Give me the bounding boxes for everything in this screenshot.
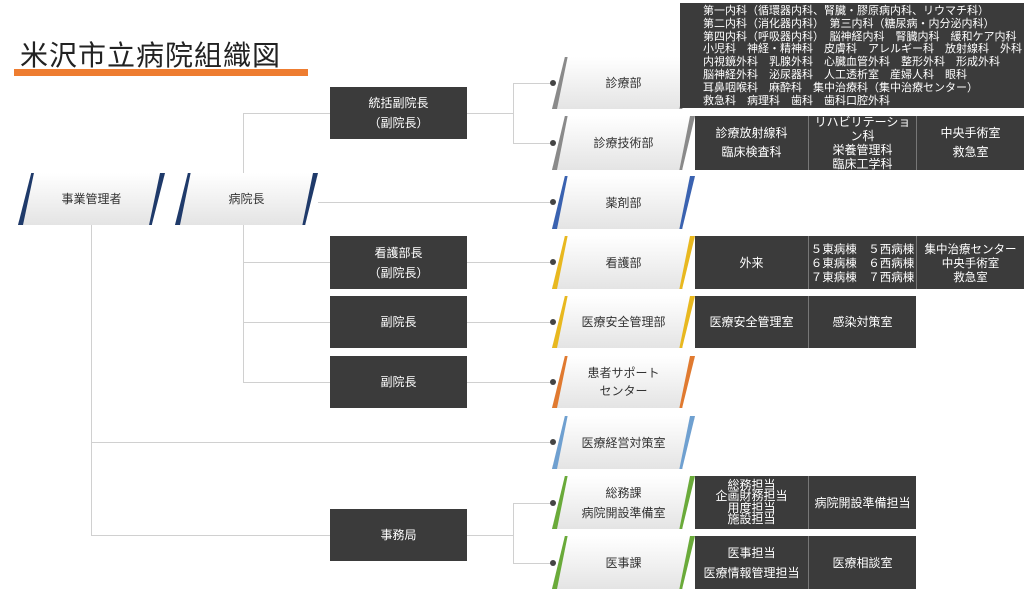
office-box[interactable]: 事務局 bbox=[330, 509, 467, 561]
label: 用度担当 bbox=[727, 500, 776, 515]
label: リハビリテーション科 bbox=[814, 115, 911, 143]
label: 総務課 bbox=[605, 485, 642, 500]
label: 診療部 bbox=[605, 76, 642, 90]
section-line: 小児科 神経・精神科 皮膚科 アレルギー科 放射線科 外科 bbox=[703, 42, 1022, 56]
label: 総務担当 bbox=[727, 477, 776, 492]
label: 医事課 bbox=[605, 555, 642, 570]
label: 救急室 bbox=[952, 145, 989, 159]
dept-nursing[interactable]: 看護部 bbox=[552, 236, 695, 289]
label: 看護部 bbox=[605, 255, 642, 270]
page-title: 米沢市立病院組織図 bbox=[20, 39, 282, 72]
label: 集中治療センター bbox=[924, 241, 1017, 256]
label: 医療相談室 bbox=[832, 555, 893, 570]
label: 薬剤部 bbox=[605, 195, 642, 210]
label: 中央手術室 bbox=[941, 255, 1000, 270]
director-label: 病院長 bbox=[228, 192, 265, 206]
technical-cell: 診療放射線科臨床検査科 bbox=[695, 116, 808, 170]
section-line: 救急科 病理科 歯科 歯科口腔外科 bbox=[703, 93, 890, 107]
label: 病院開設準備室 bbox=[581, 505, 666, 520]
label: 医療経営対策室 bbox=[581, 435, 666, 450]
medical-affairs-cell: 医療相談室 bbox=[808, 536, 916, 589]
dept-safety[interactable]: 医療安全管理部 bbox=[552, 296, 695, 348]
general-deputy-box[interactable]: 統括副院長 （副院長） bbox=[330, 87, 467, 139]
section-line: 第一内科（循環器内科、腎臓・膠原病内科、リウマチ科） bbox=[703, 4, 989, 17]
dept-management[interactable]: 医療経営対策室 bbox=[552, 416, 695, 469]
section-line: 第四内科（呼吸器内科） 脳神経内科 腎臓内科 緩和ケア内科 bbox=[703, 29, 1017, 43]
label: ６東病棟 ６西病棟 bbox=[810, 255, 915, 270]
nursing-director-box[interactable]: 看護部長 （副院長） bbox=[330, 236, 467, 289]
label: 患者サポート bbox=[587, 366, 660, 380]
section-line: 耳鼻咽喉科 麻酔科 集中治療科（集中治療センター） bbox=[703, 80, 978, 94]
label: 診療技術部 bbox=[593, 136, 654, 150]
label: 臨床工学科 bbox=[832, 157, 893, 171]
title-underline bbox=[14, 69, 308, 76]
label: （副院長） bbox=[368, 116, 429, 130]
label: 病院開設準備担当 bbox=[814, 495, 911, 510]
dept-technical[interactable]: 診療技術部 bbox=[552, 116, 695, 170]
label: 医療安全管理部 bbox=[581, 315, 666, 329]
label: センター bbox=[599, 384, 648, 398]
label: 副院長 bbox=[380, 315, 417, 329]
general-affairs-cell: 病院開設準備担当 bbox=[808, 476, 916, 529]
nursing-cell: 集中治療センター中央手術室救急室 bbox=[916, 236, 1024, 289]
label: 看護部長 bbox=[374, 245, 423, 260]
label: ５東病棟 ５西病棟 bbox=[810, 241, 915, 256]
dept-medical[interactable]: 診療部 bbox=[552, 57, 695, 109]
label: 企画財務担当 bbox=[715, 489, 788, 503]
medical-sections: 第一内科（循環器内科、腎臓・膠原病内科、リウマチ科） 第二内科（消化器内科） 第… bbox=[680, 3, 1024, 108]
technical-cell: 中央手術室救急室 bbox=[916, 116, 1024, 170]
label: 栄養管理科 bbox=[832, 143, 893, 157]
deputy-box-1[interactable]: 副院長 bbox=[330, 296, 467, 348]
manager-box[interactable]: 事業管理者 bbox=[18, 173, 165, 225]
label: 感染対策室 bbox=[832, 315, 893, 329]
label: 診療放射線科 bbox=[715, 126, 788, 140]
dept-pharmacy[interactable]: 薬剤部 bbox=[552, 176, 695, 229]
label: 医療情報管理担当 bbox=[703, 565, 800, 580]
label: 臨床検査科 bbox=[721, 145, 782, 159]
label: ７東病棟 ７西病棟 bbox=[810, 269, 915, 284]
section-line: 第二内科（消化器内科） 第三内科（糖尿病・内分泌内科） bbox=[703, 16, 995, 30]
label: （副院長） bbox=[368, 265, 429, 280]
label: 救急室 bbox=[953, 269, 988, 284]
manager-label: 事業管理者 bbox=[61, 192, 122, 206]
label: 施設担当 bbox=[727, 512, 776, 526]
dept-medical-affairs[interactable]: 医事課 bbox=[552, 536, 695, 589]
label: 医事担当 bbox=[727, 545, 776, 560]
safety-cell: 医療安全管理室 bbox=[695, 296, 808, 348]
label: 外来 bbox=[739, 255, 764, 270]
safety-cell: 感染対策室 bbox=[808, 296, 916, 348]
label: 医療安全管理室 bbox=[709, 315, 794, 329]
label: 事務局 bbox=[380, 528, 417, 542]
label: 副院長 bbox=[380, 375, 417, 389]
label: 中央手術室 bbox=[940, 126, 1001, 140]
nursing-cell: 外来 bbox=[695, 236, 808, 289]
technical-cell: リハビリテーション科栄養管理科臨床工学科 bbox=[808, 115, 916, 171]
section-line: 内視鏡外科 乳腺外科 心臓血管外科 整形外科 形成外科 bbox=[703, 55, 1000, 69]
dept-support[interactable]: 患者サポートセンター bbox=[552, 356, 695, 408]
dept-general-affairs[interactable]: 総務課病院開設準備室 bbox=[552, 476, 695, 529]
deputy-box-2[interactable]: 副院長 bbox=[330, 356, 467, 408]
medical-affairs-cell: 医事担当医療情報管理担当 bbox=[695, 536, 808, 589]
label: 統括副院長 bbox=[368, 96, 429, 110]
director-box[interactable]: 病院長 bbox=[175, 173, 318, 225]
general-affairs-cell: 総務担当企画財務担当用度担当施設担当 bbox=[695, 476, 808, 529]
section-line: 脳神経外科 泌尿器科 人工透析室 産婦人科 眼科 bbox=[703, 67, 967, 81]
